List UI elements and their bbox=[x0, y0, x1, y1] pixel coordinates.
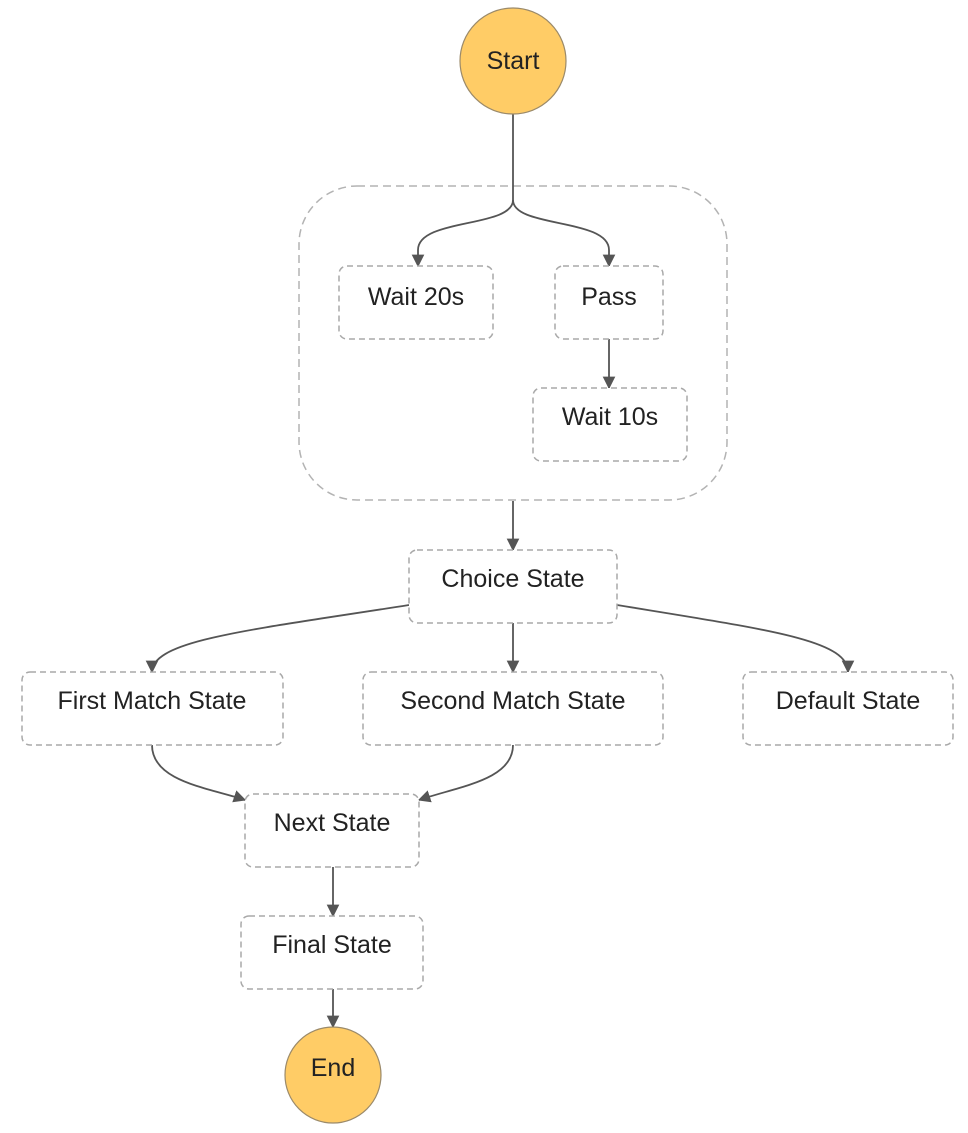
edge-start-to-pass bbox=[512, 199, 616, 268]
state-wait-10s-label: Wait 10s bbox=[562, 403, 658, 431]
state-pass-label: Pass bbox=[581, 283, 637, 311]
start-node[interactable]: Start bbox=[459, 7, 567, 115]
edge-choice-to-first-match bbox=[145, 604, 410, 674]
state-default-label: Default State bbox=[776, 687, 921, 715]
state-first-match[interactable]: First Match State bbox=[21, 671, 284, 746]
state-pass[interactable]: Pass bbox=[554, 265, 664, 340]
start-label: Start bbox=[487, 47, 540, 75]
state-next-box bbox=[244, 793, 420, 868]
state-wait-10s-box bbox=[532, 387, 688, 462]
edge-start-to-wait-20s bbox=[411, 114, 514, 268]
state-second-match[interactable]: Second Match State bbox=[362, 671, 664, 746]
state-next[interactable]: Next State bbox=[244, 793, 420, 868]
state-final-box bbox=[240, 915, 424, 990]
state-final-label: Final State bbox=[272, 931, 392, 959]
state-first-match-box bbox=[21, 671, 284, 746]
state-first-match-label: First Match State bbox=[58, 687, 247, 715]
state-wait-20s-label: Wait 20s bbox=[368, 283, 464, 311]
state-wait-20s-box bbox=[338, 265, 494, 340]
state-second-match-label: Second Match State bbox=[400, 687, 625, 715]
end-node[interactable]: End bbox=[284, 1026, 382, 1124]
state-wait-20s[interactable]: Wait 20s bbox=[338, 265, 494, 340]
state-choice-label: Choice State bbox=[441, 565, 584, 593]
state-choice-box bbox=[408, 549, 618, 624]
state-pass-box bbox=[554, 265, 664, 340]
end-label: End bbox=[311, 1054, 355, 1082]
state-next-label: Next State bbox=[274, 809, 391, 837]
edge-choice-to-default bbox=[616, 604, 855, 674]
state-wait-10s[interactable]: Wait 10s bbox=[532, 387, 688, 462]
state-second-match-box bbox=[362, 671, 664, 746]
start-circle bbox=[459, 7, 567, 115]
state-default[interactable]: Default State bbox=[742, 671, 954, 746]
state-choice[interactable]: Choice State bbox=[408, 549, 618, 624]
edge-first-match-to-next bbox=[151, 744, 247, 803]
state-final[interactable]: Final State bbox=[240, 915, 424, 990]
edge-second-match-to-next bbox=[417, 744, 514, 803]
state-default-box bbox=[742, 671, 954, 746]
end-circle bbox=[284, 1026, 382, 1124]
